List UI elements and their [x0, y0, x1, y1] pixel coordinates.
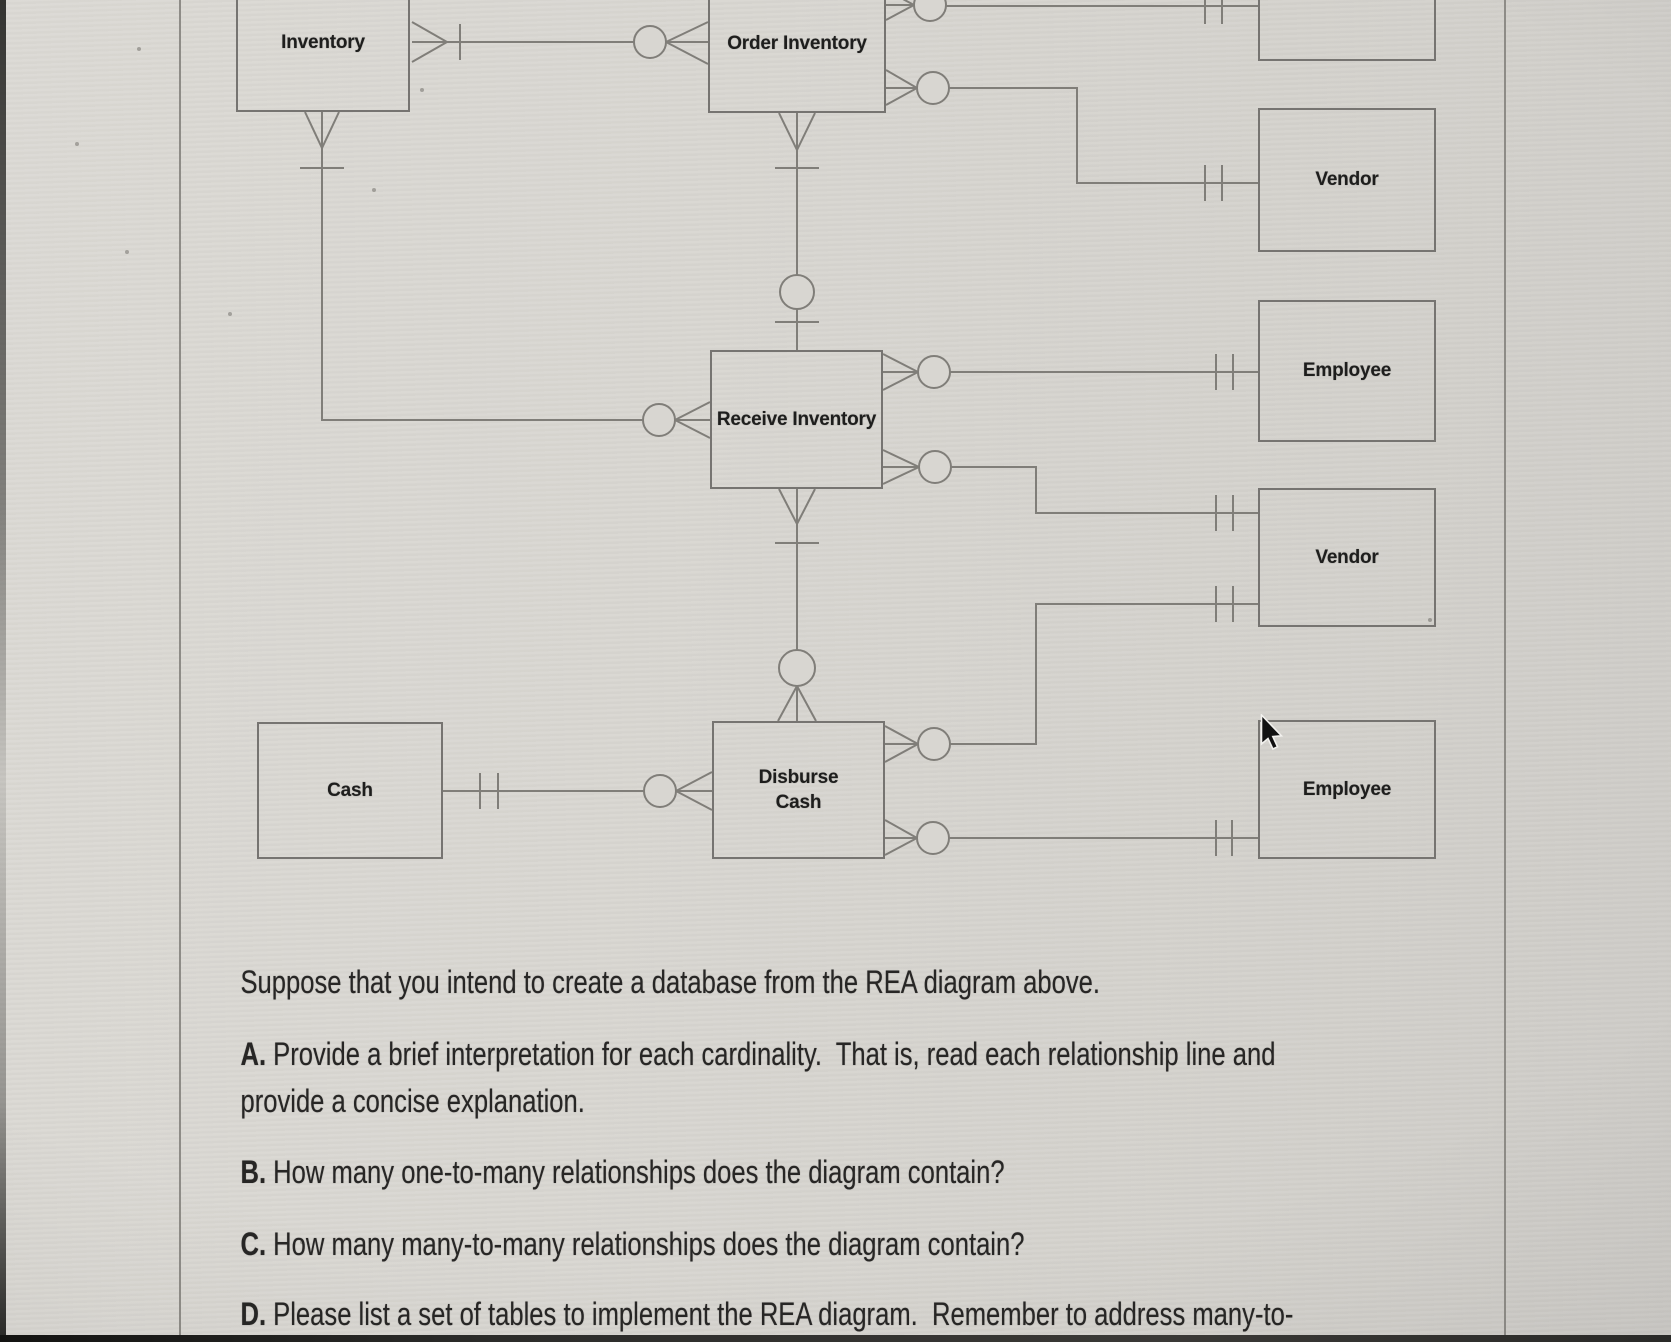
- dust-speck: [1428, 618, 1432, 622]
- entity-box-receive-inventory: Receive Inventory: [710, 350, 883, 489]
- zero-circle: [642, 403, 676, 437]
- entity-box-order-inventory: Order Inventory: [708, 0, 886, 113]
- rel-order-receive: [775, 112, 819, 350]
- rel-cash-disburse: [443, 771, 713, 811]
- zero-circle: [917, 355, 951, 389]
- crowfoot-icon: [674, 401, 711, 439]
- double-tick: [1204, 0, 1223, 24]
- question-d-label: D.: [240, 1296, 267, 1332]
- double-tick: [479, 773, 499, 809]
- entity-box-employee-mid: Employee: [1258, 300, 1436, 442]
- rel-disburse-employee2: [884, 819, 1258, 856]
- page-border-right: [1504, 0, 1506, 1342]
- dust-speck: [75, 142, 79, 146]
- dust-speck: [300, 1240, 304, 1244]
- dust-speck: [372, 188, 376, 192]
- entity-label-employee-mid: Employee: [1302, 360, 1392, 381]
- rel-order-vendor1: [885, 69, 1258, 201]
- dust-speck: [137, 47, 141, 51]
- double-tick: [1215, 495, 1234, 531]
- crowfoot-icon: [882, 353, 921, 391]
- rel-receive-vendor2: [882, 449, 1258, 531]
- zero-circle: [916, 821, 950, 855]
- zero-circle: [913, 0, 947, 22]
- entity-box-inventory: Inventory: [236, 0, 410, 112]
- rel-order-toppartial: [885, 0, 1258, 24]
- rel-receive-employee1: [882, 353, 1258, 391]
- cursor-icon: [1260, 714, 1284, 751]
- crowfoot-icon: [885, 69, 920, 106]
- question-c: C. How many many-to-many relationships d…: [240, 1226, 1025, 1262]
- zero-circle: [916, 71, 950, 105]
- entity-box-cash: Cash: [257, 722, 443, 859]
- crowfoot-icon: [884, 819, 920, 856]
- page-border-left: [179, 0, 181, 1342]
- zero-circle: [918, 450, 952, 484]
- double-tick: [1215, 820, 1233, 856]
- double-tick: [1215, 354, 1234, 390]
- dust-speck: [125, 250, 129, 254]
- entity-box-employee-bottom: Employee: [1258, 720, 1436, 859]
- zero-circle: [633, 25, 667, 59]
- crowfoot-icon: [884, 725, 921, 763]
- dust-speck: [420, 88, 424, 92]
- zero-circle: [643, 774, 677, 808]
- question-b-label: B.: [240, 1154, 267, 1190]
- rel-disburse-vendor2: [884, 586, 1258, 763]
- crowfoot-icon: [882, 449, 922, 485]
- question-a-label: A.: [240, 1036, 267, 1072]
- zero-circle: [778, 649, 816, 687]
- entity-box-vendor-top: Vendor: [1258, 108, 1436, 252]
- question-b: B. How many one-to-many relationships do…: [240, 1154, 1005, 1190]
- rel-inventory-orderinventory: [411, 21, 709, 65]
- entity-label-vendor-top: Vendor: [1315, 169, 1379, 190]
- double-tick: [1204, 165, 1223, 201]
- question-d-line1: D. Please list a set of tables to implem…: [240, 1296, 1294, 1332]
- question-d-line2: many relationships, if applicable.: [212, 1289, 610, 1342]
- crowfoot-icon: [675, 771, 713, 811]
- question-a-line1: A. Provide a brief interpretation for ea…: [240, 1036, 1276, 1072]
- entity-label-employee-bottom: Employee: [1302, 778, 1392, 800]
- entity-box-vendor-mid: Vendor: [1258, 488, 1436, 627]
- entity-label-receive-inventory: Receive Inventory: [716, 408, 877, 430]
- entity-label-disburse-cash: Disburse Cash: [758, 767, 839, 813]
- zero-circle: [779, 274, 815, 310]
- question-a-line2: provide a concise explanation.: [240, 1083, 585, 1119]
- crowfoot-icon: [777, 685, 817, 722]
- crowfoot-icon: [665, 21, 709, 65]
- rel-receive-disburse: [775, 488, 819, 722]
- question-c-label: C.: [240, 1226, 267, 1262]
- question-intro: Suppose that you intend to create a data…: [240, 964, 1101, 1000]
- double-tick: [1215, 586, 1234, 622]
- entity-label-order-inventory: Order Inventory: [727, 32, 867, 54]
- dust-speck: [228, 312, 232, 316]
- rel-inventory-receive: [300, 111, 711, 439]
- zero-circle: [917, 727, 951, 761]
- entity-label-inventory: Inventory: [281, 32, 365, 53]
- entity-box-disburse-cash: Disburse Cash: [712, 721, 885, 859]
- entity-label-cash: Cash: [327, 779, 373, 801]
- entity-box-top-partial: [1258, 0, 1436, 61]
- entity-label-vendor-mid: Vendor: [1315, 546, 1379, 568]
